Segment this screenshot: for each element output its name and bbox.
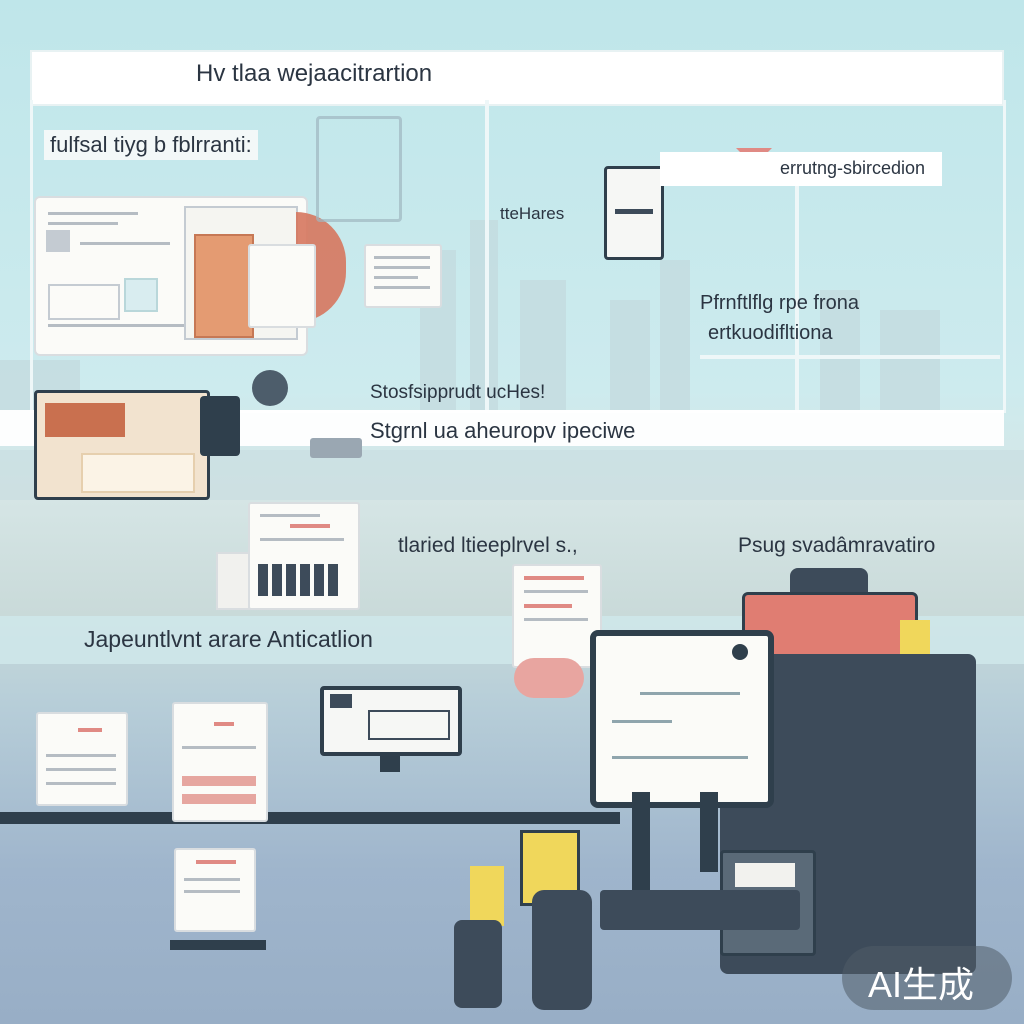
- subtitle-left: fulfsal tiyg b fblrranti:: [44, 130, 258, 160]
- label-center: tteHares: [500, 204, 565, 223]
- label-right-1: Pfrnftlflg rpe frona: [700, 292, 859, 314]
- window-divider: [700, 355, 1000, 359]
- label-right-2: ertkuodifltiona: [708, 322, 833, 344]
- arm-dark: [532, 890, 592, 1010]
- monitor-screen: [590, 630, 774, 808]
- connector-arm: [200, 396, 240, 456]
- device-slab: [310, 438, 362, 458]
- monitor-stand: [632, 792, 650, 902]
- window-divider: [795, 180, 799, 410]
- label-mid: Stosfsipprudt ucHes!: [370, 382, 546, 403]
- pink-blob: [514, 658, 584, 698]
- floating-doc: [512, 564, 602, 668]
- machine-head: [742, 592, 918, 660]
- keypad-strip: [216, 552, 250, 610]
- small-card: [248, 244, 316, 328]
- page-title: Hv tlaa wejaacitrartion: [196, 60, 433, 87]
- printer-base: [170, 940, 266, 950]
- box-machine: [34, 390, 210, 500]
- printer-outline: [316, 116, 402, 222]
- badge-text: errutng-sbircedion: [780, 158, 926, 178]
- note-paper: [364, 244, 442, 308]
- watermark-text: AI生成: [868, 964, 975, 1005]
- badge-top-right: [660, 152, 942, 186]
- conveyor-rail: [0, 812, 620, 824]
- label-tablet: tlaried ltieeplrvel s.,: [398, 534, 578, 557]
- mini-printer: [172, 702, 268, 822]
- yellow-tab: [900, 620, 930, 654]
- phone-icon: [604, 166, 664, 260]
- label-right-3: Psug svadâmravatiro: [738, 534, 936, 557]
- label-bottom-band: Japeuntlvnt arare Anticatlion: [84, 626, 373, 652]
- mini-monitor: [320, 686, 462, 756]
- round-knob-icon: [252, 370, 288, 406]
- watermark-badge: [842, 946, 1012, 1010]
- mini-monitor-stand: [380, 752, 400, 772]
- band-text: Stgrnl ua aheuropv ipeciwe: [370, 418, 636, 443]
- window-divider: [485, 100, 489, 410]
- lower-printer: [174, 848, 256, 932]
- monitor-stand: [700, 792, 718, 872]
- base-plate: [600, 890, 800, 930]
- arm-dark: [454, 920, 502, 1008]
- mini-printer: [36, 712, 128, 806]
- title-bar: [30, 50, 1004, 106]
- arm-yellow: [470, 866, 504, 926]
- tablet-calendar: [248, 502, 360, 610]
